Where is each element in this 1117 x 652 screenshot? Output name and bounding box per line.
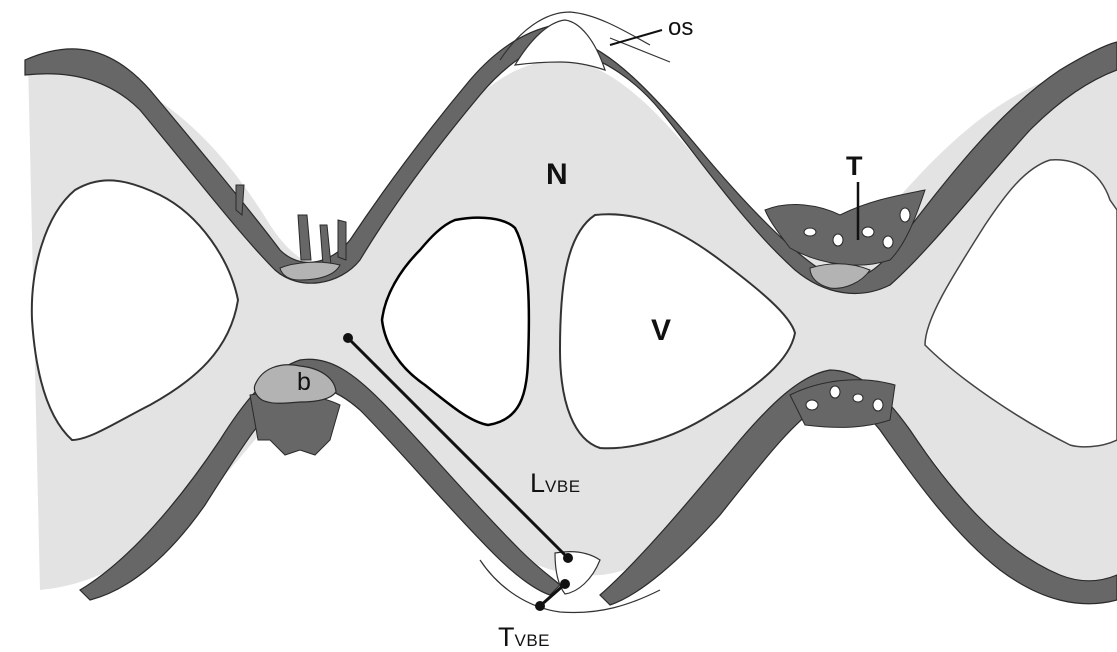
- L-vbe-start-dot: [343, 333, 353, 343]
- label-T-sub: VBE: [515, 631, 551, 650]
- label-T-vbe: TVBE: [498, 624, 550, 651]
- os-leader-line: [610, 30, 662, 45]
- label-b: b: [297, 370, 311, 395]
- label-N: N: [546, 160, 568, 190]
- T-vbe-start-dot: [535, 601, 545, 611]
- T-vbe-end-dot: [560, 579, 570, 589]
- label-L-vbe: LVBE: [530, 470, 581, 497]
- label-T-main: T: [498, 622, 515, 652]
- label-os: os: [668, 16, 693, 40]
- label-L-main: L: [530, 468, 545, 498]
- label-V: V: [651, 316, 671, 346]
- label-T: T: [846, 153, 863, 180]
- label-L-sub: VBE: [545, 477, 581, 496]
- L-vbe-end-dot: [563, 553, 573, 563]
